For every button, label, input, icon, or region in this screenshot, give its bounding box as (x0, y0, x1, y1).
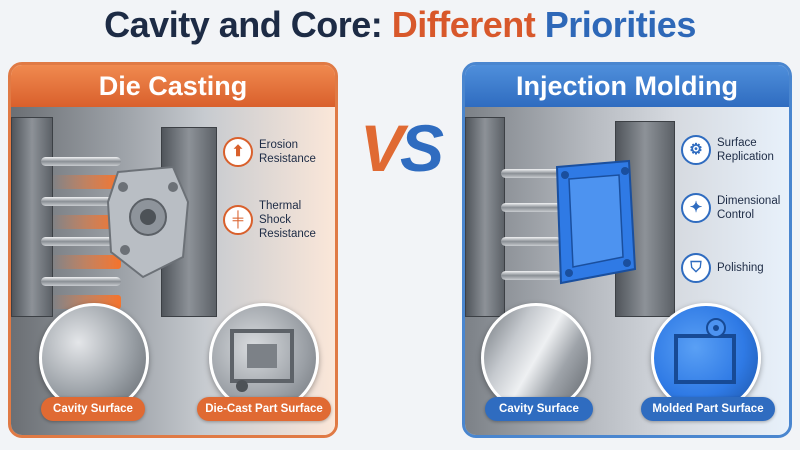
feature-line: Resistance (259, 228, 316, 240)
cavity-surface-photo (481, 303, 591, 413)
ejector-pin (41, 237, 121, 246)
ejector-pin (501, 237, 561, 246)
ejector-pin (41, 277, 121, 286)
die-cast-part (106, 165, 190, 279)
feature-line: Replication (717, 151, 774, 163)
die-casting-header: Die Casting (11, 65, 335, 107)
page-title: Cavity and Core: Different Priorities (0, 4, 800, 46)
ejector-pin (501, 271, 561, 280)
cavity-surface-label: Cavity Surface (485, 397, 593, 421)
injection-molding-header: Injection Molding (465, 65, 789, 107)
title-part-1: Cavity and Core: (104, 4, 383, 45)
heat-arrow (51, 255, 121, 269)
die-cast-part-surface-label: Die-Cast Part Surface (197, 397, 331, 421)
ejector-pin (41, 157, 121, 166)
ejector-pin (41, 197, 121, 206)
versus-v: V (359, 111, 404, 185)
shield-icon: ⛉ (681, 253, 711, 283)
mold-plate (465, 117, 505, 317)
feature-line: Polishing (717, 262, 764, 274)
versus-s: S (400, 111, 444, 185)
feature-line: Surface (717, 137, 757, 149)
feature-line: Dimensional (717, 195, 781, 207)
arrow-up-icon: ⬆ (223, 137, 253, 167)
ejector-pin (501, 169, 561, 178)
molded-part-surface-label: Molded Part Surface (641, 397, 775, 421)
cavity-surface-photo (39, 303, 149, 413)
part-surface-pattern (674, 318, 736, 384)
title-part-2: Different (391, 4, 536, 45)
dumbbell-icon: ╪ (223, 205, 253, 235)
feature-line: Control (717, 209, 755, 221)
cavity-surface-label: Cavity Surface (41, 397, 145, 421)
gear-icon: ⚙ (681, 135, 711, 165)
part-surface-pattern (230, 329, 294, 392)
ejector-pin (501, 203, 561, 212)
feature-line: Erosion (259, 139, 298, 151)
mold-plate (11, 117, 53, 317)
heat-arrow (51, 175, 121, 189)
feature-line: Resistance (259, 153, 316, 165)
feature-line: Thermal Shock (259, 200, 302, 226)
feature-polishing: ⛉ Polishing (681, 253, 764, 283)
sparkle-icon: ✦ (681, 193, 711, 223)
molded-part-surface-photo (651, 303, 761, 413)
die-cast-part-surface-photo (209, 303, 319, 413)
title-part-3: Priorities (544, 4, 697, 45)
molded-part (555, 159, 637, 285)
heat-arrow (51, 215, 121, 229)
